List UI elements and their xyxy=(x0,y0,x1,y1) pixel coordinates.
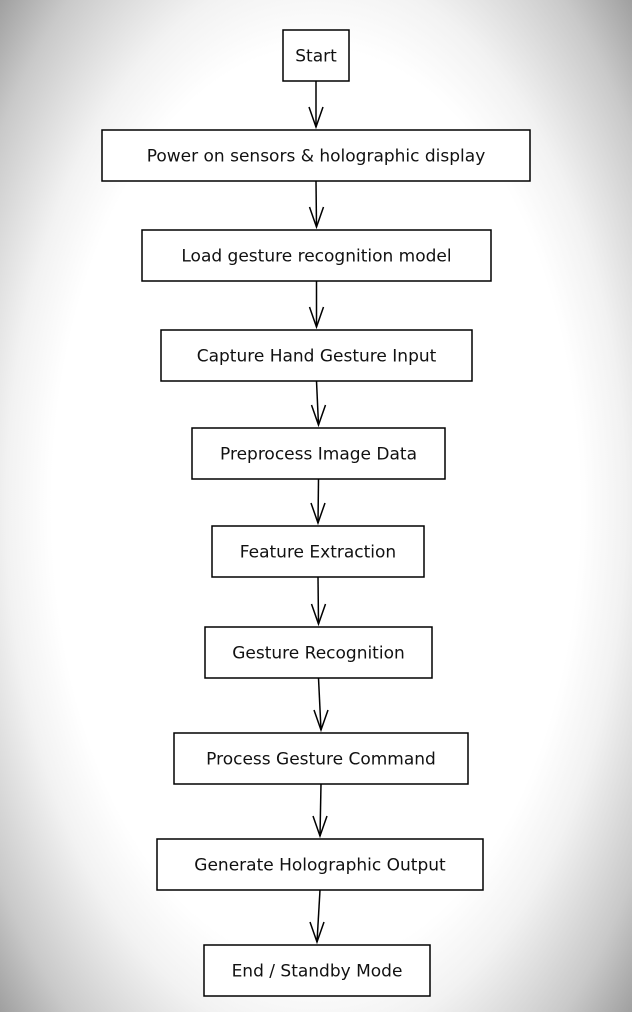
node-label-recognition: Gesture Recognition xyxy=(232,644,405,664)
arrowhead-icon xyxy=(310,502,326,526)
edge-process-to-generate xyxy=(312,783,328,839)
edge-line xyxy=(315,380,320,426)
edge-line xyxy=(317,677,322,731)
node-label-feature: Feature Extraction xyxy=(240,543,396,563)
node-generate: Generate Holographic Output xyxy=(156,838,484,891)
edge-line xyxy=(317,576,320,625)
node-box-load xyxy=(141,229,492,282)
node-load: Load gesture recognition model xyxy=(141,229,492,282)
node-label-end: End / Standby Mode xyxy=(232,962,403,982)
node-box-capture xyxy=(160,329,473,382)
node-label-process: Process Gesture Command xyxy=(206,750,436,770)
edge-line xyxy=(315,180,318,228)
node-box-process xyxy=(173,732,469,785)
arrowhead-icon xyxy=(308,306,325,330)
node-box-feature xyxy=(211,525,425,578)
arrowhead-icon xyxy=(310,603,327,627)
node-box-power xyxy=(101,129,531,182)
node-box-recognition xyxy=(204,626,433,679)
node-label-start: Start xyxy=(295,47,337,67)
edge-recognition-to-process xyxy=(313,677,329,733)
node-label-load: Load gesture recognition model xyxy=(181,247,451,267)
node-label-preprocess: Preprocess Image Data xyxy=(220,445,417,465)
edge-capture-to-preprocess xyxy=(310,380,327,428)
edge-load-to-capture xyxy=(308,281,325,330)
node-start: Start xyxy=(282,29,350,82)
arrowhead-icon xyxy=(313,709,329,733)
node-feature: Feature Extraction xyxy=(211,525,425,578)
node-box-generate xyxy=(156,838,484,891)
arrowhead-icon xyxy=(308,106,324,130)
arrowhead-icon xyxy=(308,206,325,230)
arrowhead-icon xyxy=(310,404,327,428)
node-label-power: Power on sensors & holographic display xyxy=(147,147,486,167)
edges-layer xyxy=(308,81,329,945)
edge-line xyxy=(316,889,321,943)
edge-generate-to-end xyxy=(309,889,325,945)
node-end: End / Standby Mode xyxy=(203,944,431,997)
node-process: Process Gesture Command xyxy=(173,732,469,785)
node-label-generate: Generate Holographic Output xyxy=(194,856,446,876)
edge-preprocess-to-feature xyxy=(310,478,326,526)
node-capture: Capture Hand Gesture Input xyxy=(160,329,473,382)
edge-start-to-power xyxy=(308,81,324,130)
edge-power-to-load xyxy=(308,180,325,230)
node-box-start xyxy=(282,29,350,82)
arrowhead-icon xyxy=(312,815,328,839)
edge-line xyxy=(317,478,320,524)
node-box-end xyxy=(203,944,431,997)
node-box-preprocess xyxy=(191,427,446,480)
node-power: Power on sensors & holographic display xyxy=(101,129,531,182)
node-label-capture: Capture Hand Gesture Input xyxy=(197,347,437,367)
node-preprocess: Preprocess Image Data xyxy=(191,427,446,480)
arrowhead-icon xyxy=(309,921,325,945)
node-recognition: Gesture Recognition xyxy=(204,626,433,679)
edge-line xyxy=(319,783,322,837)
edge-feature-to-recognition xyxy=(310,576,327,627)
